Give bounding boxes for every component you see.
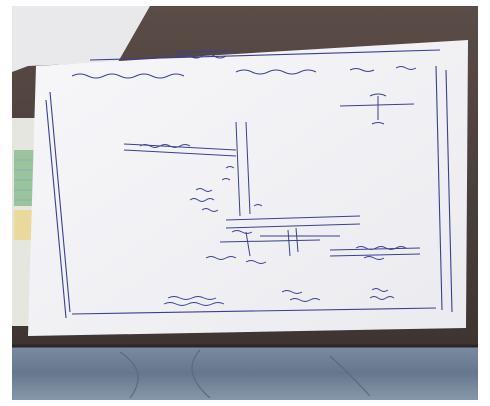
map-header-scribbles — [71, 50, 417, 79]
map-frame — [45, 49, 453, 319]
jeans-fabric — [12, 346, 478, 400]
map-labels — [139, 144, 407, 306]
jeans-folds — [119, 349, 371, 399]
map-paper — [28, 40, 468, 336]
map-roads — [123, 121, 421, 257]
top-left-sheet — [12, 6, 150, 72]
north-indicator-icon — [339, 93, 415, 125]
